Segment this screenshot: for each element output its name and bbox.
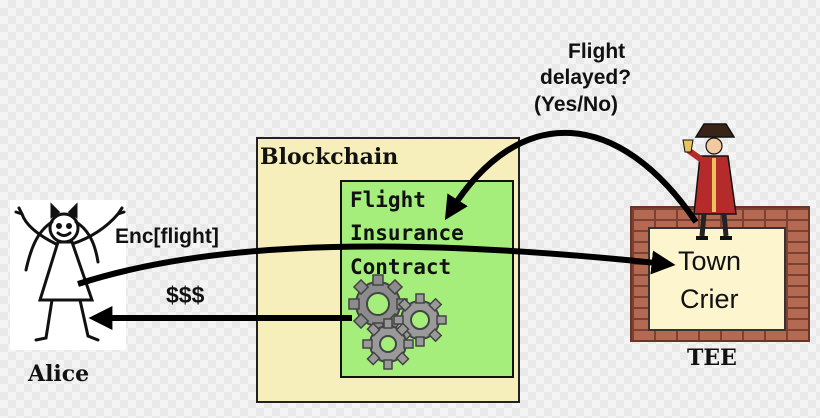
query-arrow — [444, 130, 699, 224]
tee-label: TEE — [687, 345, 737, 371]
town-crier-character-icon — [682, 123, 737, 240]
query-label-line-1: Flight — [568, 40, 626, 63]
blockchain-label: Blockchain — [260, 144, 399, 170]
query-label-line-2: delayed? — [540, 66, 632, 89]
gears-icon — [348, 274, 447, 370]
contract-label-line-2: Insurance — [350, 221, 464, 245]
payout-arrow-label: $$$ — [166, 282, 205, 308]
town-crier-label-line-2: Crier — [680, 284, 739, 314]
request-arrow — [77, 243, 676, 287]
town-crier-box — [648, 227, 786, 331]
request-arrow-label: Enc[flight] — [115, 225, 219, 248]
contract-label-line-3: Contract — [350, 255, 452, 279]
contract-label-line-1: Flight — [350, 188, 426, 212]
query-label-line-3: (Yes/No) — [534, 93, 619, 116]
town-crier-label-line-1: Town — [678, 246, 742, 276]
alice-label: Alice — [28, 361, 90, 387]
